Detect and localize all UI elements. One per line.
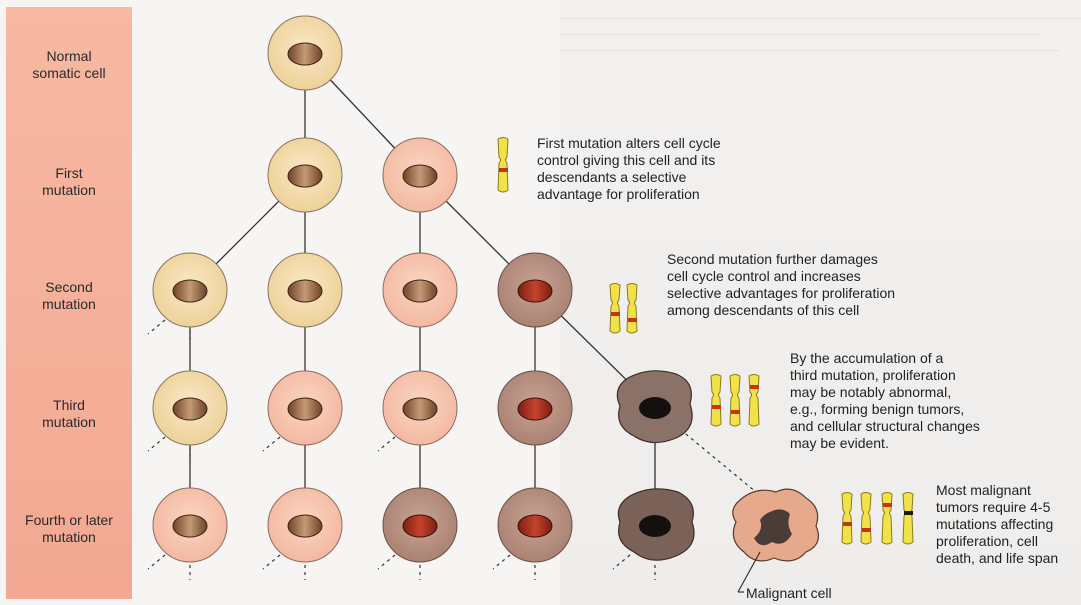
cell-second-4 [498,253,572,327]
abnormal-cell-icon [618,489,694,560]
cell-second-2 [268,253,342,327]
chromosome-icon [730,375,740,427]
cell-first-normal [268,138,342,212]
malignant-cell-label: Malignant cell [746,585,886,602]
chromosome-icon [861,493,871,545]
cell-fourth-1 [153,488,227,562]
chromosome-icon [842,493,852,545]
cell-second-3 [383,253,457,327]
cell-normal-root [268,16,342,90]
abnormal-cell-icon [617,371,692,443]
chromosome-icon [610,284,620,334]
chromosome-icon [627,284,637,334]
chromosome-icon [711,375,721,427]
cell-third-3 [383,371,457,445]
cell-second-1 [153,253,227,327]
cell-third-1 [153,371,227,445]
chromosome-icon [749,375,759,427]
cell-third-4 [498,371,572,445]
cell-third-2 [268,371,342,445]
malignant-cell-icon [733,489,819,561]
chromosome-icon [882,493,892,545]
chromosome-icon [903,493,913,545]
cell-fourth-3 [383,488,457,562]
cell-fourth-2 [268,488,342,562]
chromosome-icon [498,138,508,193]
cell-fourth-4 [498,488,572,562]
cell-first-mutant [383,138,457,212]
